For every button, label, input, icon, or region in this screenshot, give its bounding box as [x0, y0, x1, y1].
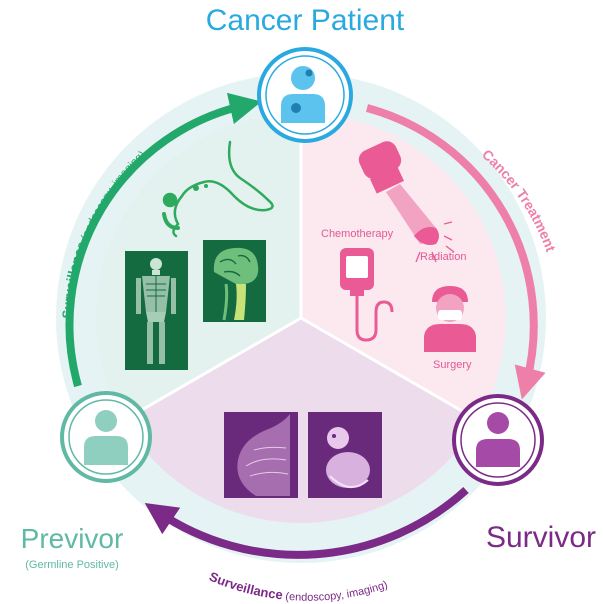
surgeon-icon [424, 286, 476, 352]
surveillance-arrow-bottom [144, 487, 469, 559]
person-icon [476, 412, 520, 467]
cancer-patient-title: Cancer Patient [206, 4, 405, 37]
cancer-patient-node [257, 47, 353, 143]
brain-mri-icon [203, 240, 266, 322]
treatment-arrow [365, 104, 546, 400]
body-xray-icon [125, 251, 188, 370]
ultrasound-scan-icon [308, 412, 382, 498]
bottom-surveillance-label: Surveillance (endoscopy, imaging) [207, 569, 389, 604]
previvor-node [60, 391, 152, 483]
person-icon [281, 66, 325, 123]
breast-scan-icon [224, 412, 298, 498]
chemotherapy-label: Chemotherapy [321, 228, 394, 240]
previvor-subtitle: (Germline Positive) [25, 559, 119, 571]
radiation-label: Radiation [420, 251, 466, 263]
surveillance-arrow-left [65, 92, 262, 388]
iv-bag-icon [340, 248, 394, 342]
previvor-title: Previvor [21, 523, 124, 554]
radiation-machine-icon [358, 141, 455, 263]
surgery-label: Surgery [433, 359, 472, 371]
person-icon [84, 410, 128, 465]
survivor-surveillance-sector [123, 318, 479, 523]
endoscope-icon [162, 140, 274, 238]
survivor-node [452, 394, 544, 486]
survivor-title: Survivor [486, 521, 596, 554]
